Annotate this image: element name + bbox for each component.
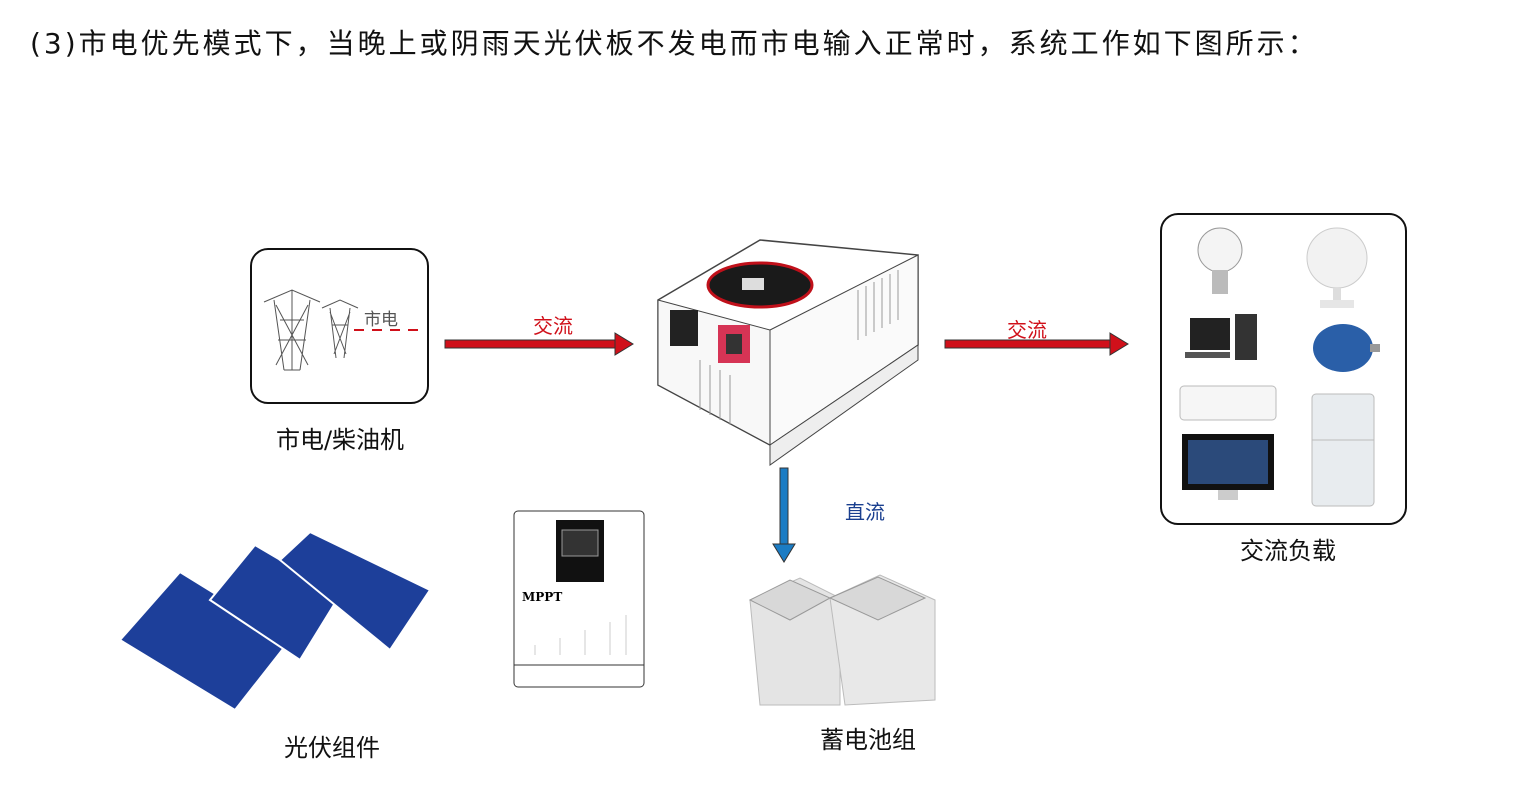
dc-label: 直流 bbox=[845, 500, 885, 524]
power-tower-icon bbox=[263, 289, 424, 371]
ac-arrow-out bbox=[944, 332, 1129, 356]
solar-label: 光伏组件 bbox=[284, 734, 380, 762]
ac-output-label: 交流 bbox=[1007, 318, 1047, 342]
page-title: (3)市电优先模式下，当晚上或阴雨天光伏板不发电而市电输入正常时，系统工作如下图… bbox=[30, 27, 1319, 60]
grid-source-box: 市电 bbox=[250, 248, 429, 404]
dc-arrow-down bbox=[772, 467, 796, 563]
ac-input-label: 交流 bbox=[533, 314, 573, 338]
motor-icon bbox=[1313, 324, 1380, 372]
grid-inner-label: 市电 bbox=[364, 310, 398, 330]
battery-label: 蓄电池组 bbox=[820, 726, 916, 754]
ac-load-box bbox=[1160, 213, 1407, 525]
grid-label: 市电/柴油机 bbox=[275, 426, 405, 454]
light-bulb-icon bbox=[1197, 227, 1243, 294]
ac-arrow-in bbox=[444, 332, 634, 356]
battery-image bbox=[748, 574, 936, 706]
monitor-icon bbox=[1182, 434, 1274, 500]
inverter-image bbox=[657, 239, 919, 466]
mppt-controller-image bbox=[513, 510, 645, 688]
ac-load-label: 交流负载 bbox=[1240, 537, 1336, 565]
loads-images bbox=[1179, 227, 1380, 507]
computer-icon bbox=[1185, 314, 1257, 360]
solar-panel-image bbox=[118, 530, 432, 712]
fan-icon bbox=[1306, 227, 1368, 308]
refrigerator-icon bbox=[1311, 393, 1375, 507]
air-conditioner-icon bbox=[1179, 385, 1277, 421]
mppt-text: MPPT bbox=[522, 590, 563, 604]
